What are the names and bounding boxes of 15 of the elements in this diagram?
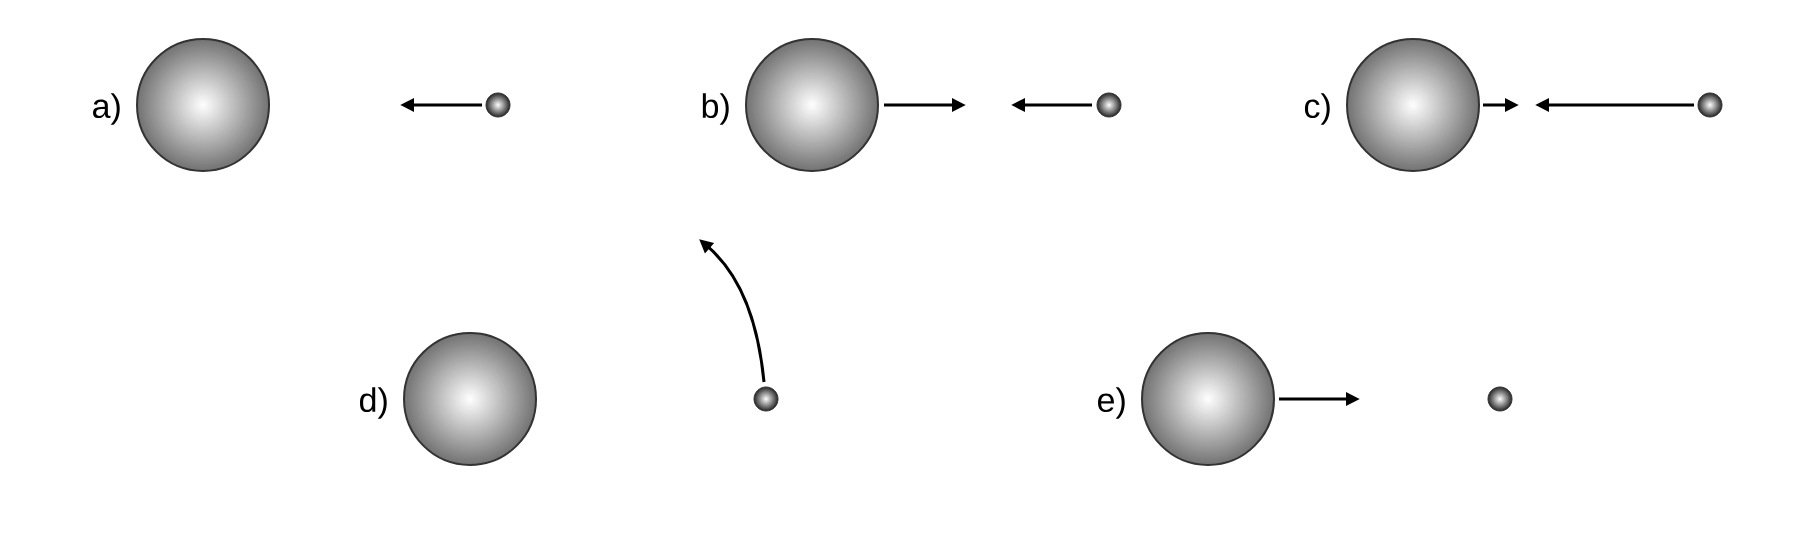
panel-label: a) (93, 93, 120, 125)
small-sphere (753, 386, 779, 412)
panel-label: d) (360, 387, 387, 419)
panel-label: e) (1098, 387, 1125, 419)
small-sphere (1487, 386, 1513, 412)
small-sphere (485, 92, 511, 118)
large-sphere (1141, 332, 1275, 466)
small-sphere (1697, 92, 1723, 118)
panel-label: c) (1304, 93, 1330, 125)
panel-label: b) (702, 93, 729, 125)
large-sphere (403, 332, 537, 466)
large-sphere (745, 38, 879, 172)
large-sphere (1346, 38, 1480, 172)
large-sphere (136, 38, 270, 172)
small-sphere (1096, 92, 1122, 118)
